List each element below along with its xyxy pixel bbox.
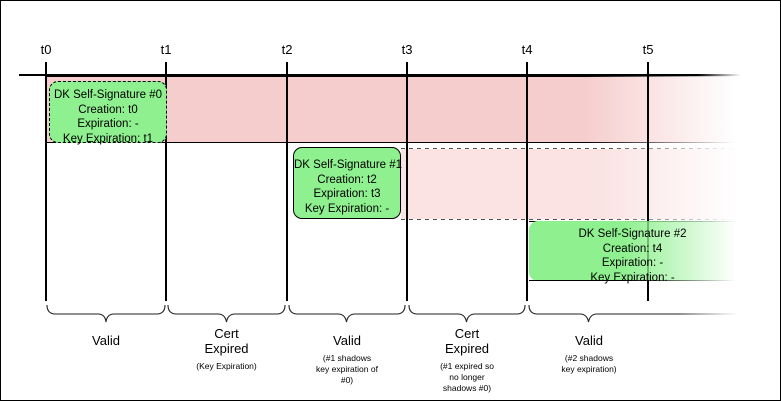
tick-line-t5	[647, 62, 649, 301]
segment-label-1: Cert Expired (Key Expiration)	[167, 326, 286, 372]
brace-segment-2	[288, 304, 406, 323]
segment-2-title-line1: Valid	[333, 333, 361, 348]
segment-2-subtitle-line1: (#1 shadows	[322, 353, 372, 363]
segment-3-title-line2: Expired	[444, 341, 490, 356]
signature-1-creation: Creation: t2	[317, 173, 377, 186]
segment-2-subtitle-line2: key expiration of	[316, 364, 378, 374]
tick-line-t2	[286, 62, 288, 301]
brace-segment-4	[528, 304, 738, 323]
segment-3-subtitle-line3: shadows #0)	[442, 383, 492, 393]
signature-box-1[interactable]: DK Self-Signature #1 Creation: t2 Expira…	[293, 147, 403, 219]
band-lower-bottom-edge	[401, 219, 736, 220]
tick-label-t4: t4	[521, 42, 533, 57]
segment-4-subtitle-line1: (#2 shadows	[564, 353, 614, 363]
signature-1-expiration: Expiration: t3	[313, 188, 381, 200]
segment-1-subtitle: (Key Expiration)	[196, 361, 257, 371]
signature-1-key-expiration: Key Expiration: -	[304, 202, 390, 215]
validity-band-lower	[401, 149, 736, 219]
tick-label-t0: t0	[40, 42, 52, 57]
signature-0-name: DK Self-Signature #0	[53, 89, 163, 101]
brace-segment-3	[408, 304, 526, 323]
segment-3-title-line1: Cert	[454, 326, 480, 341]
tick-label-t1: t1	[160, 42, 172, 57]
segment-3-subtitle-line2: no longer	[449, 372, 485, 382]
signature-0-expiration: Expiration: -	[77, 118, 139, 130]
band-upper-bottom-edge	[46, 142, 736, 143]
tick-line-t4	[526, 62, 528, 301]
segment-4-title-line1: Valid	[575, 333, 603, 348]
segment-3-subtitle-line1: (#1 expired so	[440, 361, 494, 371]
signature-2-key-expiration: Key Expiration: -	[590, 271, 675, 284]
brace-segment-0	[46, 304, 166, 323]
tick-label-t2: t2	[281, 42, 293, 57]
signature-2-name: DK Self-Signature #2	[578, 228, 687, 240]
signature-0-creation: Creation: t0	[78, 103, 138, 116]
tick-line-t0	[45, 62, 47, 301]
brace-segment-1	[167, 304, 286, 323]
timeline-axis	[19, 74, 741, 76]
signature-box-0[interactable]: DK Self-Signature #0 Creation: t0 Expira…	[49, 81, 167, 145]
signature-box-2[interactable]: DK Self-Signature #2 Creation: t4 Expira…	[529, 221, 736, 284]
tick-line-t1	[165, 62, 167, 301]
band-upper-top-edge	[46, 76, 736, 77]
signature-0-key-expiration: Key Expiration: t1	[62, 132, 154, 145]
segment-0-title: Valid	[92, 333, 120, 348]
segment-2-subtitle-line3: #0)	[340, 375, 354, 385]
signature-2-creation: Creation: t4	[602, 242, 663, 255]
segment-label-0: Valid	[46, 333, 166, 348]
band-lower-top-edge	[401, 148, 736, 149]
tick-label-t3: t3	[401, 42, 413, 57]
signature-1-name: DK Self-Signature #1	[294, 159, 403, 171]
segment-1-title-line1: Cert	[214, 326, 239, 341]
segment-4-subtitle-line2: key expiration)	[561, 364, 617, 374]
signature-2-expiration: Expiration: -	[601, 257, 664, 269]
tick-label-t5: t5	[642, 42, 654, 57]
segment-label-3: Cert Expired (#1 expired so no longer sh…	[408, 326, 526, 394]
segment-1-title-line2: Expired	[204, 341, 249, 356]
segment-label-2: Valid (#1 shadows key expiration of #0)	[288, 333, 406, 386]
tick-line-t3	[406, 62, 408, 301]
segment-label-4: Valid (#2 shadows key expiration)	[528, 333, 650, 375]
signature-box-2-bottom-edge	[529, 280, 736, 282]
